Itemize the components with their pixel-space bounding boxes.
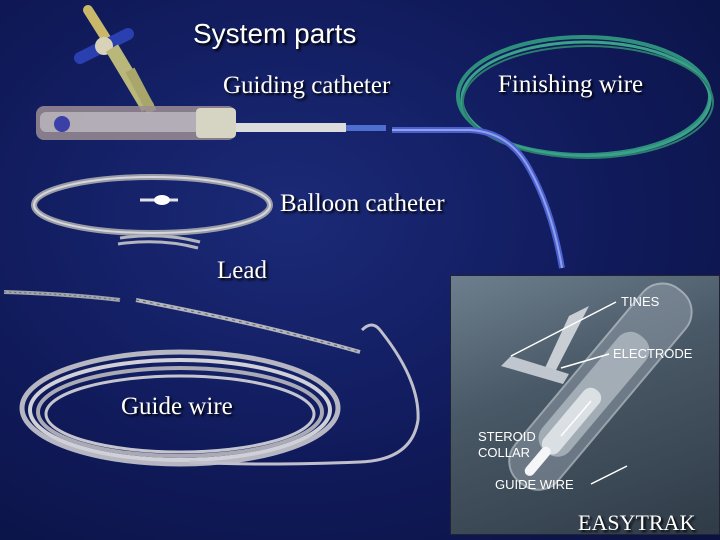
balloon-catheter-image <box>31 174 273 250</box>
label-lead: Lead <box>217 257 267 284</box>
lead-tip-diagram <box>501 282 693 491</box>
lead-tip-inset: TINES ELECTRODE STEROID COLLAR GUIDE WIR… <box>450 275 720 535</box>
guide-wire-image <box>19 323 420 467</box>
inset-label-steroid-collar: STEROID COLLAR <box>478 429 536 460</box>
finishing-wire-image <box>456 35 714 159</box>
label-easytrak: EASYTRAK <box>578 510 696 535</box>
inset-label-electrode: ELECTRODE <box>613 346 693 361</box>
inset-label-tines: TINES <box>621 294 660 309</box>
guiding-catheter-image <box>36 5 565 269</box>
lead-image <box>3 290 361 354</box>
label-balloon-catheter: Balloon catheter <box>280 190 445 217</box>
label-finishing-wire: Finishing wire <box>498 71 644 98</box>
label-guide-wire: Guide wire <box>121 393 233 420</box>
label-guiding-catheter: Guiding catheter <box>223 72 391 99</box>
slide-title: System parts <box>193 18 357 49</box>
inset-label-guide-wire: GUIDE WIRE <box>495 477 574 492</box>
